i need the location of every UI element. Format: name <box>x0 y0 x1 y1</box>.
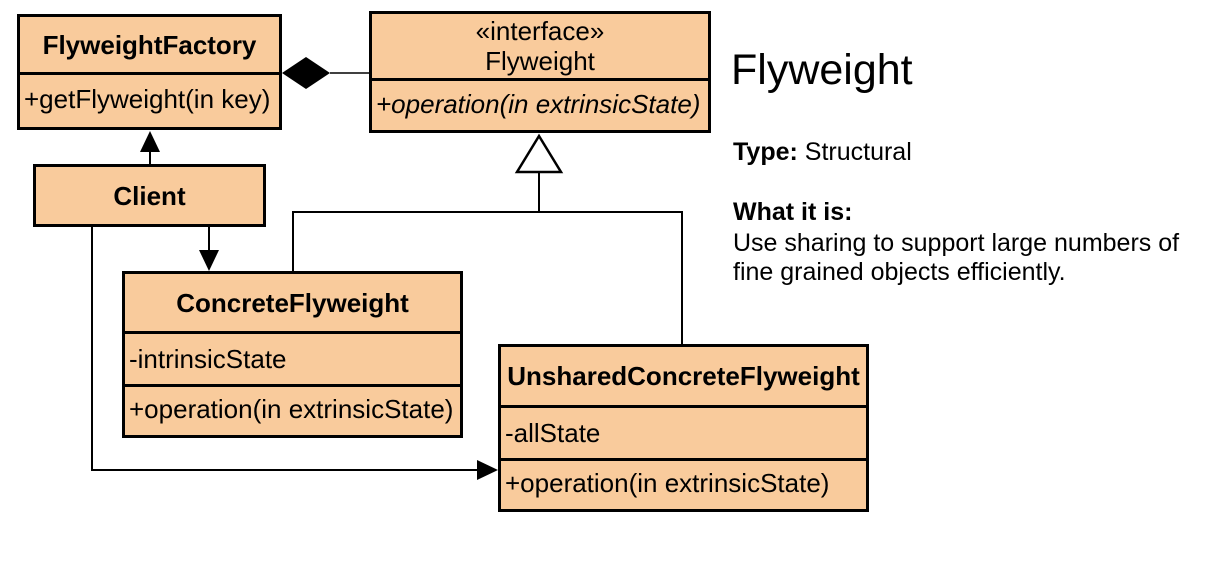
class-method: +operation(in extrinsicState) <box>125 384 460 432</box>
class-name: ConcreteFlyweight <box>176 287 409 318</box>
class-concrete-flyweight: ConcreteFlyweight -intrinsicState +opera… <box>122 271 463 438</box>
arrowhead-down-icon <box>199 250 219 271</box>
class-name: UnsharedConcreteFlyweight <box>507 361 860 391</box>
association-client-factory <box>140 131 160 164</box>
arrowhead-right-icon <box>477 460 498 480</box>
interface-flyweight: «interface» Flyweight +operation(in extr… <box>369 11 711 133</box>
class-attribute: -intrinsicState <box>125 331 460 384</box>
composition-link-factory-flyweight <box>282 57 369 89</box>
realization-links-to-flyweight <box>292 133 683 345</box>
association-client-unshared <box>91 227 498 480</box>
type-value: Structural <box>804 138 912 166</box>
class-method: +operation(in extrinsicState) <box>372 78 708 127</box>
class-name: Flyweight <box>485 46 595 76</box>
arrowhead-up-icon <box>140 131 160 152</box>
generalization-triangle-icon <box>514 133 564 174</box>
association-client-concrete <box>199 227 219 271</box>
what-it-is-label: What it is: <box>733 198 853 226</box>
class-unshared-concrete-flyweight: UnsharedConcreteFlyweight -allState +ope… <box>498 344 869 512</box>
class-flyweight-factory: FlyweightFactory +getFlyweight(in key) <box>17 14 282 130</box>
class-name: FlyweightFactory <box>42 29 257 60</box>
composition-diamond-icon <box>282 57 330 89</box>
pattern-description: Use sharing to support large numbers of … <box>733 229 1180 286</box>
class-name: Client <box>113 180 186 211</box>
interface-header: «interface» Flyweight <box>372 14 708 78</box>
type-label: Type: <box>733 138 798 166</box>
pattern-type-line: Type: Structural <box>733 138 912 167</box>
class-client: Client <box>33 164 266 227</box>
class-attribute: -allState <box>501 405 866 458</box>
class-method: +getFlyweight(in key) <box>20 72 279 124</box>
pattern-title: Flyweight <box>731 46 913 94</box>
class-method: +operation(in extrinsicState) <box>501 458 866 506</box>
stereotype-label: «interface» <box>475 16 605 46</box>
